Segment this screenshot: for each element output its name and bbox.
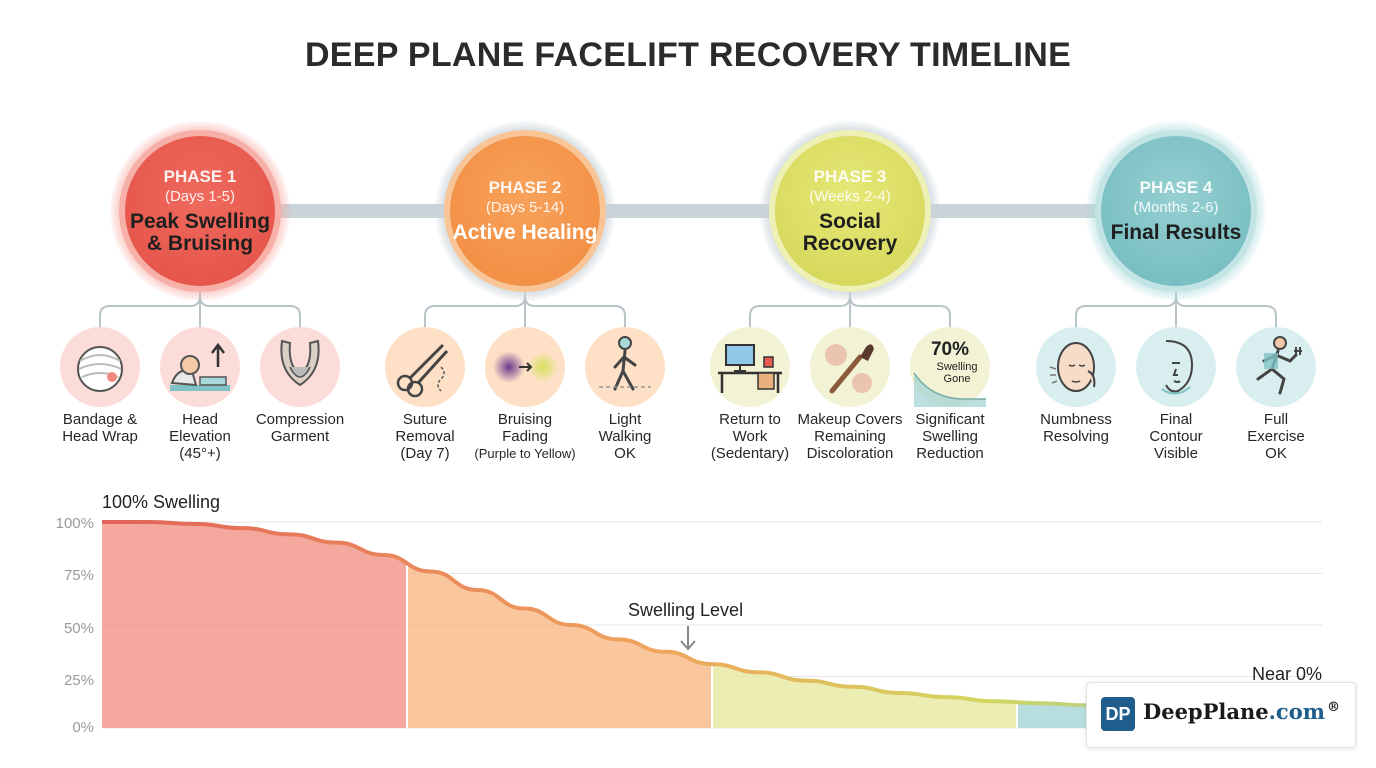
item-sublabel-head-elevation: (45°+) (179, 445, 221, 462)
swelling-gone-value: 70% (930, 339, 970, 360)
face-contour-icon (1136, 327, 1216, 407)
makeup-brush-icon (810, 327, 890, 407)
bandaged-head-icon (60, 327, 140, 407)
phase-4-number: PHASE 4 (1139, 178, 1213, 197)
item-label-swelling-reduction: Significant Swelling Reduction (915, 411, 985, 462)
phase-3-circle: PHASE 3 (Weeks 2-4) Social Recovery (775, 136, 925, 286)
item-label-exercise: Full Exercise OK (1247, 411, 1305, 462)
phase-3-duration: (Weeks 2-4) (809, 188, 891, 205)
phase-2-duration: (Days 5-14) (485, 199, 565, 216)
item-label-contour: Final Contour Visible (1149, 411, 1203, 462)
phase-2-circle: PHASE 2 (Days 5-14) Active Healing (450, 136, 600, 286)
phase-1-circle: PHASE 1 (Days 1-5) Peak Swelling & Bruis… (125, 136, 275, 286)
swelling-gone-text: Swelling Gone (936, 361, 978, 385)
walking-person-icon (585, 327, 665, 407)
head-elevation-icon (160, 327, 240, 407)
y-tick-100: 100% (55, 515, 94, 532)
item-label-walking: Light Walking OK (598, 411, 652, 462)
phase-3-name: Social Recovery (802, 210, 898, 255)
phase-1-number: PHASE 1 (163, 167, 237, 186)
swelling-gauge-icon: 70% Swelling Gone (910, 327, 990, 407)
item-label-numbness: Numbness Resolving (1040, 411, 1112, 445)
scissors-icon (385, 327, 465, 407)
phase-4-circle: PHASE 4 (Months 2-6) Final Results (1101, 136, 1251, 286)
runner-icon (1236, 327, 1316, 407)
phase-band-3 (712, 522, 1017, 728)
phase-4-name: Final Results (1110, 221, 1242, 244)
face-numbness-icon (1036, 327, 1116, 407)
y-tick-50: 50% (63, 620, 94, 637)
brand-logo[interactable]: DP DeepPlane.com® (1086, 682, 1356, 748)
phase-2-number: PHASE 2 (488, 178, 562, 197)
phase-3-number: PHASE 3 (813, 167, 887, 186)
y-tick-0: 0% (72, 719, 94, 736)
item-label-bruising: Bruising Fading (Purple to Yellow) (461, 411, 589, 462)
item-label-compression: Compression Garment (255, 411, 345, 445)
item-label-suture: Suture Removal (Day 7) (395, 411, 455, 462)
y-tick-75: 75% (63, 567, 94, 584)
logo-badge: DP (1101, 697, 1135, 731)
annotation-start: 100% Swelling (102, 492, 221, 512)
item-label-bandage: Bandage & Head Wrap (62, 411, 138, 445)
item-sublabel-bruising: (Purple to Yellow) (474, 446, 576, 461)
item-label-makeup: Makeup Covers Remaining Discoloration (797, 411, 903, 462)
logo-text: DeepPlane.com® (1143, 699, 1340, 724)
annotation-end: Near 0% (1252, 664, 1323, 684)
phase-band-1 (102, 522, 407, 728)
compression-garment-icon (260, 327, 340, 407)
phase-1-duration: (Days 1-5) (164, 188, 235, 205)
page-title: DEEP PLANE FACELIFT RECOVERY TIMELINE (304, 36, 1072, 74)
item-label-head-elevation: Head Elevation (45°+) (136, 411, 264, 462)
phase-1-name: Peak Swelling & Bruising (129, 210, 271, 255)
item-label-return-work: Return to Work (Sedentary) (710, 411, 790, 462)
bruise-fading-icon (485, 327, 565, 407)
swelling-level-arrow (680, 626, 696, 651)
branch-lines (99, 282, 1277, 328)
phase-2-name: Active Healing (452, 221, 598, 244)
y-tick-25: 25% (63, 672, 94, 689)
desk-icon (710, 327, 790, 407)
phase-4-duration: (Months 2-6) (1133, 199, 1219, 216)
annotation-swelling-level: Swelling Level (628, 600, 744, 620)
timeline-bar (200, 204, 1176, 218)
